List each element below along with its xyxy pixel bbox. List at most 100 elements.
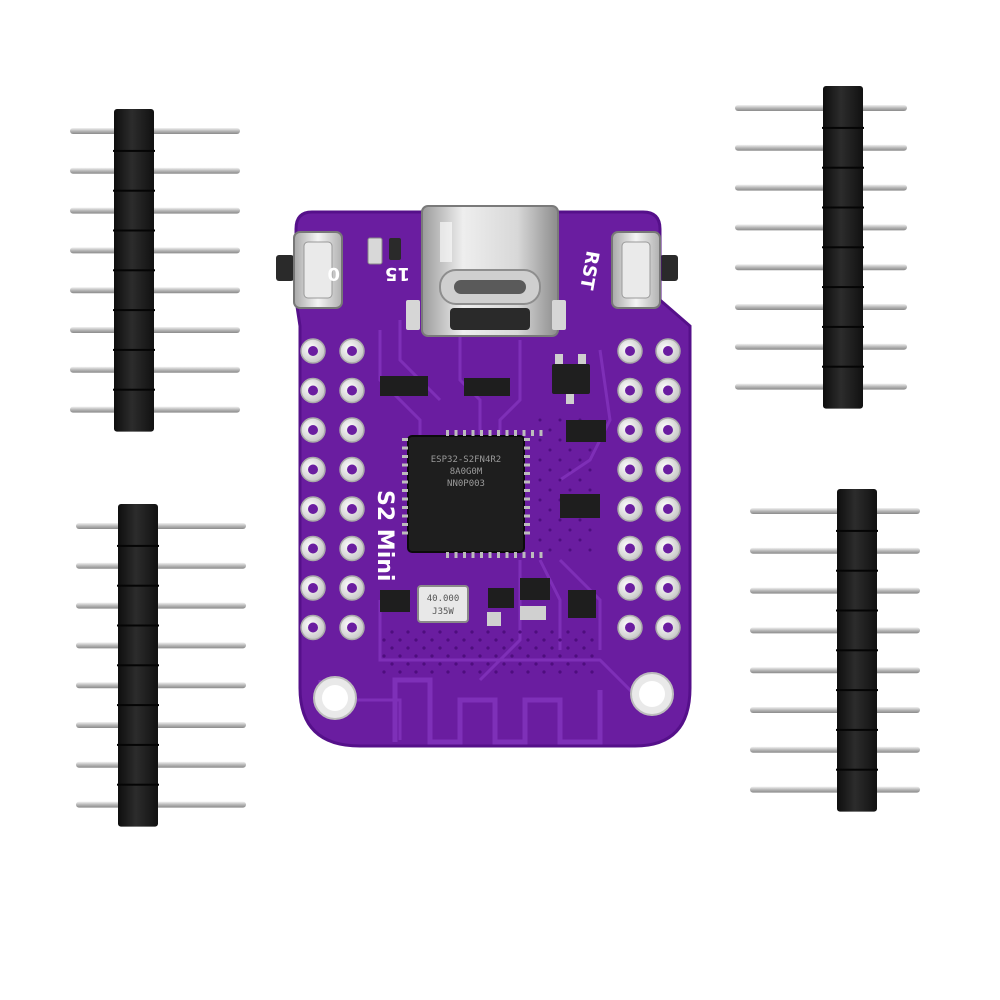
via bbox=[462, 654, 466, 658]
pcb-antenna-icon bbox=[392, 677, 603, 745]
via bbox=[548, 468, 552, 472]
via bbox=[550, 630, 554, 634]
via bbox=[588, 468, 592, 472]
via bbox=[558, 518, 562, 522]
via bbox=[398, 670, 402, 674]
pad-hole bbox=[308, 346, 318, 356]
header-divider bbox=[113, 189, 155, 192]
header-pin bbox=[750, 707, 920, 713]
header-divider bbox=[822, 166, 864, 169]
via bbox=[548, 488, 552, 492]
chip-marking-line-2: 8A0G0M bbox=[450, 467, 483, 477]
via bbox=[568, 488, 572, 492]
via bbox=[588, 488, 592, 492]
header-pin bbox=[735, 184, 907, 191]
header-pin bbox=[735, 304, 907, 310]
via bbox=[398, 654, 402, 658]
via bbox=[574, 670, 578, 674]
via bbox=[494, 638, 498, 642]
header-divider bbox=[113, 309, 155, 312]
header-pin bbox=[735, 105, 907, 111]
via bbox=[446, 638, 450, 642]
header-divider bbox=[117, 783, 159, 786]
via bbox=[534, 630, 538, 634]
header-divider bbox=[822, 286, 864, 289]
header-divider bbox=[836, 609, 878, 612]
header-pin bbox=[735, 343, 907, 350]
header-pin bbox=[750, 587, 920, 594]
header-pads bbox=[300, 338, 681, 641]
crystal-label-top: 40.000 bbox=[427, 594, 460, 604]
header-pin bbox=[750, 547, 920, 554]
header-divider bbox=[117, 584, 159, 587]
via bbox=[486, 646, 490, 650]
via bbox=[534, 646, 538, 650]
pad-hole bbox=[347, 464, 357, 475]
header-divider bbox=[836, 689, 878, 692]
header-pin bbox=[750, 746, 920, 753]
header-pin bbox=[70, 406, 240, 413]
header-pin bbox=[735, 144, 907, 151]
chip-marking-line-1: ESP32-S2FN4R2 bbox=[431, 455, 501, 465]
via bbox=[550, 646, 554, 650]
header-divider bbox=[117, 544, 159, 547]
header-pin bbox=[70, 327, 240, 333]
via bbox=[478, 670, 482, 674]
usb-c-connector-icon bbox=[421, 205, 559, 337]
header-divider bbox=[117, 664, 159, 667]
header-pin bbox=[70, 287, 240, 294]
via bbox=[574, 638, 578, 642]
via bbox=[526, 654, 530, 658]
header-pin bbox=[70, 366, 240, 373]
via-field bbox=[382, 418, 594, 674]
silk-label-15: 15 bbox=[385, 263, 410, 284]
via bbox=[558, 670, 562, 674]
pad-hole bbox=[663, 622, 673, 633]
via bbox=[590, 670, 594, 674]
pad-hole bbox=[347, 543, 357, 554]
via bbox=[582, 646, 586, 650]
via bbox=[582, 662, 586, 666]
tactile-button-rst-icon bbox=[611, 231, 661, 309]
via bbox=[382, 654, 386, 658]
via bbox=[558, 418, 562, 422]
via bbox=[454, 630, 458, 634]
header-pin bbox=[70, 167, 240, 174]
via bbox=[518, 662, 522, 666]
via bbox=[578, 538, 582, 542]
via bbox=[390, 630, 394, 634]
pin-header-bottom-left bbox=[76, 504, 246, 827]
pad-hole bbox=[663, 425, 673, 435]
pad-hole bbox=[625, 504, 635, 514]
via bbox=[568, 468, 572, 472]
header-divider bbox=[113, 229, 155, 232]
header-pin bbox=[750, 508, 920, 514]
button-left-stem bbox=[276, 255, 294, 281]
via bbox=[588, 448, 592, 452]
pin-header-bottom-right bbox=[750, 489, 920, 812]
via bbox=[548, 448, 552, 452]
via bbox=[578, 518, 582, 522]
pad-hole bbox=[663, 583, 673, 593]
crystal-oscillator-icon: 40.000 J35W bbox=[417, 585, 469, 623]
header-pin bbox=[750, 786, 920, 793]
header-divider bbox=[113, 348, 155, 351]
via bbox=[566, 630, 570, 634]
header-divider bbox=[822, 246, 864, 249]
via bbox=[470, 662, 474, 666]
header-pin bbox=[70, 207, 240, 214]
via bbox=[510, 654, 514, 658]
via bbox=[422, 662, 426, 666]
via bbox=[414, 638, 418, 642]
header-divider bbox=[822, 126, 864, 129]
header-divider bbox=[113, 388, 155, 391]
via bbox=[446, 654, 450, 658]
via bbox=[558, 654, 562, 658]
mounting-holes bbox=[313, 672, 674, 720]
tactile-button-icon bbox=[293, 231, 343, 309]
via bbox=[430, 670, 434, 674]
via bbox=[538, 418, 542, 422]
voltage-regulator-icon bbox=[552, 354, 590, 404]
via bbox=[494, 654, 498, 658]
pad-hole bbox=[625, 464, 635, 475]
